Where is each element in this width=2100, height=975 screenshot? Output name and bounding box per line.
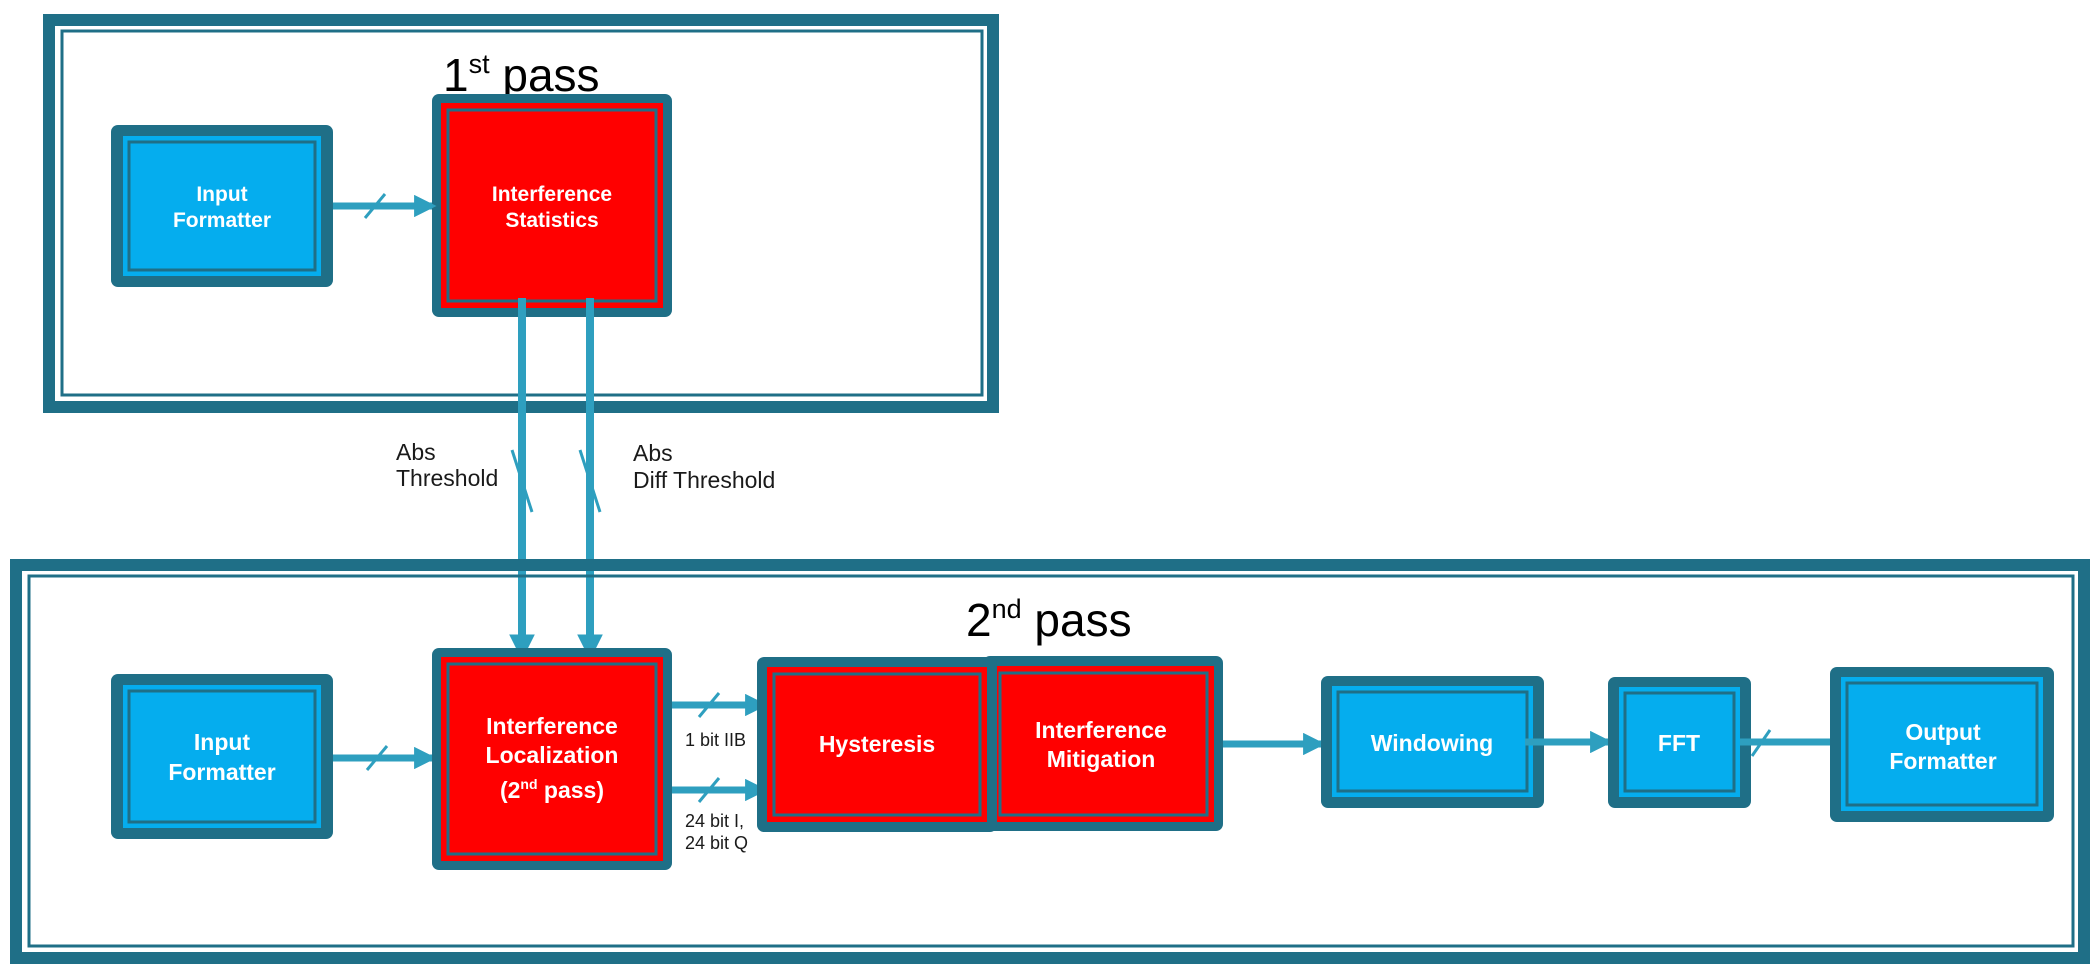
interference-mitigation-block[interactable]: Interference Mitigation	[983, 656, 1223, 831]
abs-threshold-label-l2: Threshold	[396, 465, 498, 491]
interference-mitigation-label-l2: Mitigation	[1047, 746, 1156, 772]
interference-statistics-label-l1: Interference	[492, 183, 612, 206]
interference-localization-block[interactable]: Interference Localization (2nd pass)	[432, 648, 672, 870]
output-formatter-label-l1: Output	[1905, 719, 1981, 745]
interference-localization-label-l1: Interference	[486, 713, 618, 739]
interference-localization-label-l2: Localization	[486, 742, 619, 768]
hysteresis-label: Hysteresis	[819, 731, 935, 757]
input-formatter-label-pass1-l2: Formatter	[173, 209, 271, 232]
label-1bit-iib: 1 bit IIB	[685, 730, 746, 750]
arrow-formatter-to-localization	[333, 745, 437, 771]
first-pass-title: 1st pass	[443, 49, 600, 101]
windowing-label: Windowing	[1371, 730, 1493, 756]
arrow-abs-threshold	[509, 298, 535, 661]
label-24bit-q: 24 bit Q	[685, 833, 748, 853]
interference-statistics-block[interactable]: Interference Statistics	[432, 94, 672, 317]
output-formatter-label-l2: Formatter	[1889, 748, 1996, 774]
input-formatter-label-pass2-l2: Formatter	[168, 759, 275, 785]
abs-diff-threshold-label-l2: Diff Threshold	[633, 467, 775, 493]
hysteresis-block[interactable]: Hysteresis	[757, 657, 997, 832]
interference-localization-label-l3: (2nd pass)	[500, 776, 604, 803]
input-formatter-block-pass2[interactable]: Input Formatter	[111, 674, 333, 839]
second-pass-title: 2nd pass	[966, 594, 1132, 646]
abs-diff-threshold-label-l1: Abs	[633, 440, 673, 466]
input-formatter-label-pass1-l1: Input	[196, 183, 247, 206]
second-pass-frame	[10, 559, 2090, 964]
output-formatter-block[interactable]: Output Formatter	[1830, 667, 2054, 822]
abs-threshold-label-l1: Abs	[396, 439, 436, 465]
fft-block[interactable]: FFT	[1608, 677, 1751, 808]
fft-label: FFT	[1658, 730, 1700, 756]
interference-mitigation-label-l1: Interference	[1035, 717, 1167, 743]
input-formatter-label-pass2-l1: Input	[194, 729, 251, 755]
input-formatter-block-pass1[interactable]: Input Formatter	[111, 125, 333, 287]
windowing-block[interactable]: Windowing	[1321, 676, 1544, 808]
label-24bit-i: 24 bit I,	[685, 811, 744, 831]
arrow-24bit-iq	[672, 777, 768, 803]
interference-statistics-label-l2: Statistics	[505, 209, 598, 232]
arrow-abs-diff-threshold	[577, 298, 603, 661]
arrow-formatter-to-statistics	[333, 193, 437, 219]
arrow-1bit-iib	[672, 692, 768, 718]
